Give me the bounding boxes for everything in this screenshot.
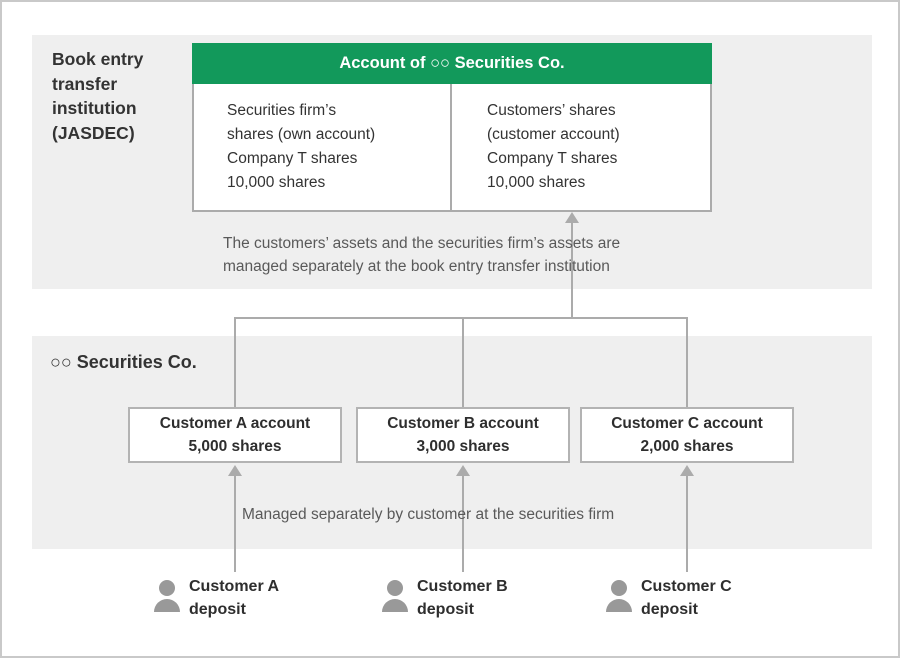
customer-b-account-box: Customer B account 3,000 shares bbox=[356, 407, 570, 463]
customer-c-account-box: Customer C account 2,000 shares bbox=[580, 407, 794, 463]
securities-panel-title: ○○ Securities Co. bbox=[50, 352, 197, 372]
connector-up-line-customer-shares bbox=[571, 222, 573, 319]
account-table: Account of ○○ Securities Co. Securities … bbox=[192, 43, 712, 212]
customer-b-deposit-label: Customer B deposit bbox=[417, 578, 508, 618]
account-table-header: Account of ○○ Securities Co. bbox=[192, 43, 712, 84]
person-icon bbox=[606, 580, 632, 612]
deposit-arrow-line-c bbox=[686, 474, 688, 572]
customer-a-account-name: Customer A account bbox=[159, 415, 311, 432]
arrow-up-icon-account-b bbox=[456, 465, 470, 476]
arrow-up-icon-customer-shares bbox=[565, 212, 579, 223]
person-icon bbox=[154, 580, 180, 612]
jasdec-caption: The customers’ assets and the securities… bbox=[223, 235, 621, 275]
customer-c-account-name: Customer C account bbox=[611, 415, 763, 432]
customer-a-group: Customer A deposit bbox=[154, 576, 304, 622]
own-account-cell: Securities firm’s shares (own account) C… bbox=[227, 102, 376, 191]
customer-b-account-shares: 3,000 shares bbox=[416, 438, 510, 455]
customer-a-account-box: Customer A account 5,000 shares bbox=[128, 407, 342, 463]
account-table-body: Securities firm’s shares (own account) C… bbox=[192, 84, 712, 212]
person-icon bbox=[382, 580, 408, 612]
jasdec-panel-title: Book entry transfer institution (JASDEC) bbox=[52, 49, 144, 143]
customer-b-account-name: Customer B account bbox=[387, 415, 539, 432]
connector-drop-line-a bbox=[234, 319, 236, 408]
customer-c-deposit-label: Customer C deposit bbox=[641, 578, 732, 618]
customer-account-cell: Customers’ shares (customer account) Com… bbox=[450, 84, 710, 210]
deposit-arrow-line-b bbox=[462, 474, 464, 572]
customer-c-group: Customer C deposit bbox=[606, 576, 756, 622]
customer-a-deposit-label: Customer A deposit bbox=[189, 578, 280, 618]
deposit-arrow-line-a bbox=[234, 474, 236, 572]
connector-horizontal-line bbox=[234, 317, 688, 319]
securities-caption: Managed separately by customer at the se… bbox=[242, 506, 615, 523]
arrow-up-icon-account-c bbox=[680, 465, 694, 476]
customer-b-group: Customer B deposit bbox=[382, 576, 532, 622]
customer-c-account-shares: 2,000 shares bbox=[640, 438, 734, 455]
arrow-up-icon-account-a bbox=[228, 465, 242, 476]
connector-drop-line-c bbox=[686, 319, 688, 408]
customer-a-account-shares: 5,000 shares bbox=[188, 438, 282, 455]
connector-drop-line-b bbox=[462, 319, 464, 408]
